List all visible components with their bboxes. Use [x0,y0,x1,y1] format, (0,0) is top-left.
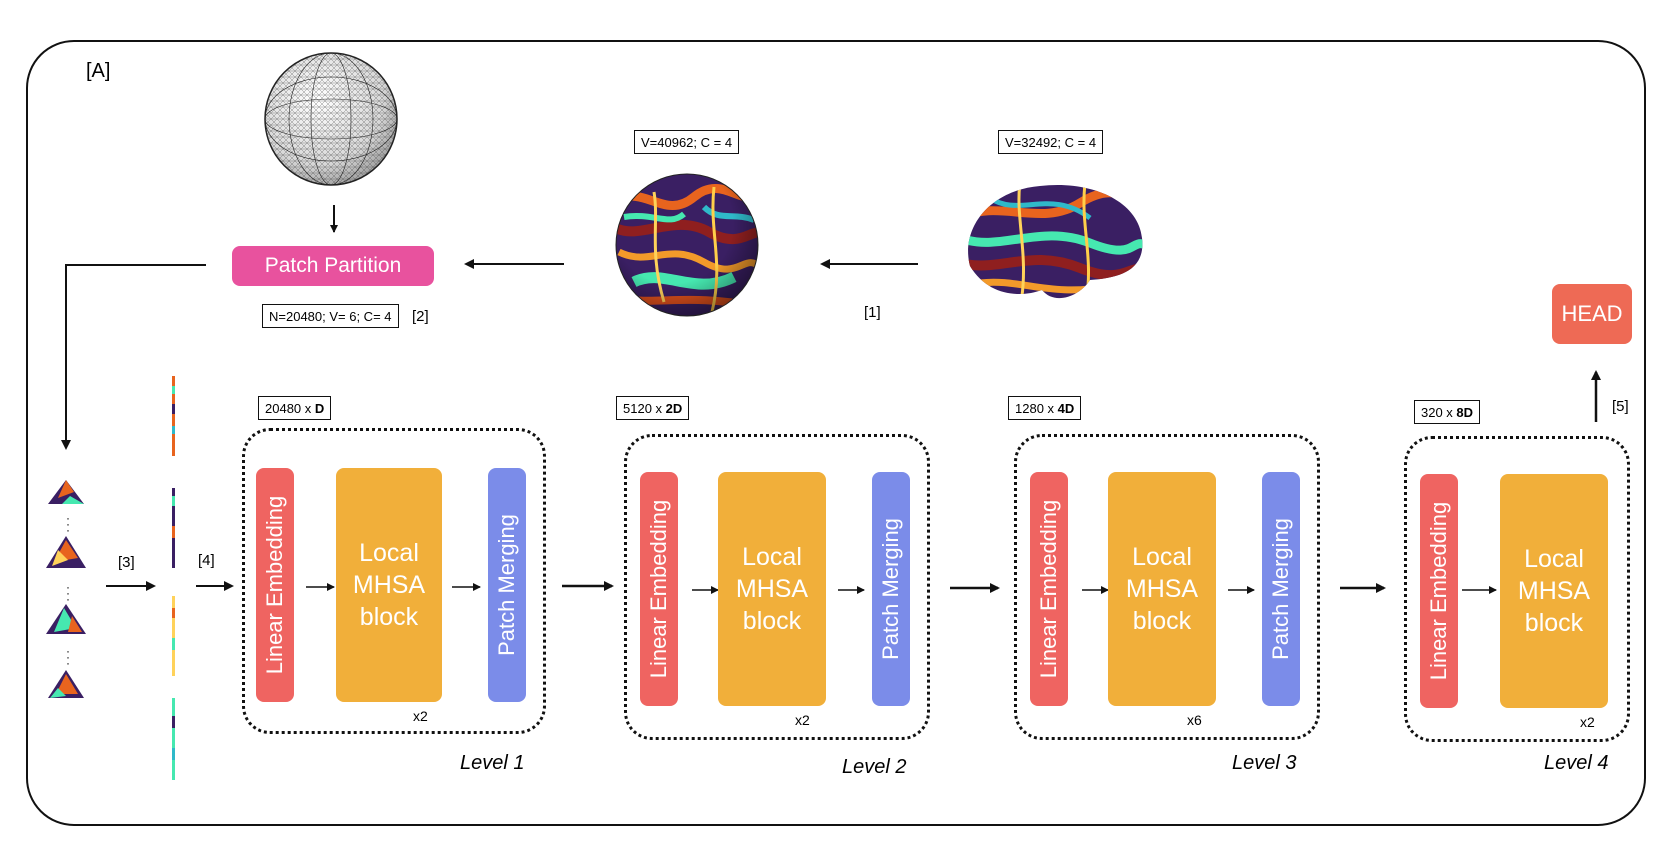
patch-triangle [48,480,84,504]
level3-label: Level 3 [1232,752,1297,774]
level4-label: Level 4 [1544,752,1609,774]
panel-label: [A] [86,60,111,82]
level1-repeat-count: x2 [413,708,428,724]
ref-3: [3] [118,554,135,571]
brain-surface-image [968,184,1143,299]
level1-label: Level 1 [460,752,525,774]
head-block: HEAD [1552,284,1632,344]
level4-linear-embedding-block: Linear Embedding [1420,474,1458,708]
level4-dims-box: 320 x 8D [1414,400,1481,424]
brain-dims-box: V=32492; C = 4 [998,130,1104,154]
level2-dims-box: 5120 x 2D [616,396,690,420]
level2-label: Level 2 [842,756,907,778]
level4-repeat-count: x2 [1580,714,1595,730]
arrow-partition-to-patches [61,264,206,450]
ellipsis-dots: ··· [66,644,70,670]
level2-patch-merging-block: Patch Merging [872,472,910,706]
patch-triangle [46,536,86,568]
patch-partition-block: Patch Partition [232,246,434,286]
level2-repeat-count: x2 [795,712,810,728]
level1-linear-embedding-block: Linear Embedding [256,468,294,702]
level2-linear-embedding-block: Linear Embedding [640,472,678,706]
ref-4: [4] [198,552,215,569]
patch-triangle [46,604,86,634]
ref-2: [2] [412,308,429,325]
level3-linear-embedding-block: Linear Embedding [1030,472,1068,706]
ellipsis-dots: ··· [66,580,70,606]
patch-triangle [48,670,84,698]
level1-dims-box: 20480 x D [258,396,332,420]
level3-repeat-count: x6 [1187,712,1202,728]
sphere-dims-box: V=40962; C = 4 [634,130,740,154]
cortical-sphere-image [615,173,759,317]
patch-partition-label: Patch Partition [264,254,402,277]
level3-container [1014,434,1320,740]
level3-patch-merging-block: Patch Merging [1262,472,1300,706]
head-label: HEAD [1561,301,1623,326]
level1-container [242,428,546,734]
patch-partition-dims-box: N=20480; V= 6; C= 4 [262,304,399,328]
level2-container [624,434,930,740]
triangle-patches [46,480,86,698]
figure-frame [26,40,1646,826]
ref-5: [5] [1612,398,1629,415]
level1-patch-merging-block: Patch Merging [488,468,526,702]
ref-1: [1] [864,304,881,321]
token-sequence-strip [172,376,175,780]
level3-dims-box: 1280 x 4D [1008,396,1082,420]
icosphere-mesh-image [264,52,398,186]
level4-container [1404,436,1630,742]
ellipsis-dots: ··· [66,511,70,537]
